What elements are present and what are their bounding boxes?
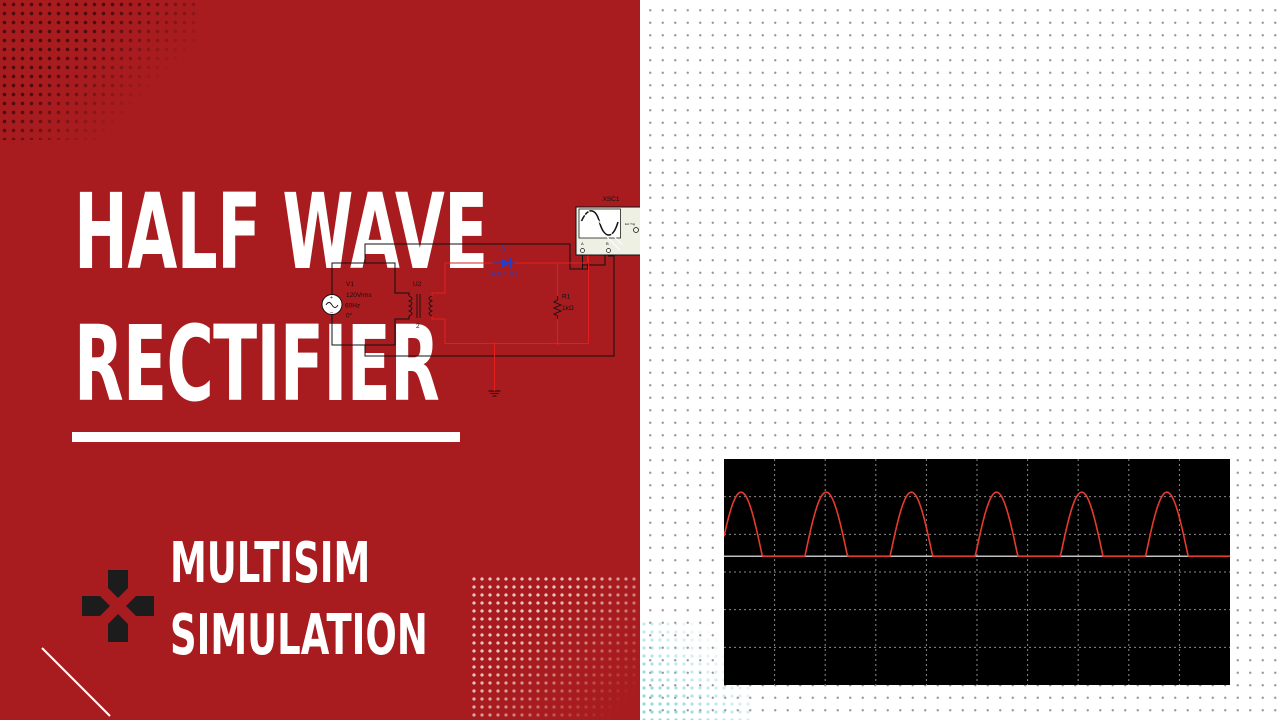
ground-icon — [488, 390, 501, 397]
title-line-1: HALF WAVE — [74, 171, 488, 293]
scope-ref-label: XSC1 — [603, 196, 620, 203]
source-phase-label: 0° — [346, 312, 353, 320]
junction-dot — [493, 342, 496, 345]
dot-pattern-top-left — [0, 0, 200, 140]
title-underline — [72, 432, 460, 442]
wire-diode-to-scope — [557, 255, 588, 264]
resistor-icon — [552, 296, 563, 319]
oscilloscope-icon — [575, 206, 640, 256]
scope-waveform-plot — [724, 459, 1230, 685]
scope-trigger-label: Ext Trig — [625, 222, 636, 226]
subtitle-line-2: SIMULATION — [170, 603, 428, 668]
wire-primary-bottom — [331, 251, 615, 357]
diode-icon — [492, 257, 515, 269]
dot-pattern-bottom — [470, 575, 640, 720]
resistor-ref-label: R1 — [562, 294, 571, 301]
wire-secondary-top — [431, 262, 493, 296]
diode-part-label: 1N4007G — [488, 271, 518, 278]
scope-channel-a-label: A — [581, 241, 584, 246]
oscilloscope-screen — [724, 459, 1230, 685]
source-voltage-label: 120Vrms — [346, 292, 373, 299]
svg-text:+: + — [330, 295, 333, 301]
transformer-ref-label: U2 — [413, 281, 422, 288]
wire-scope-link-2 — [582, 252, 606, 266]
half-wave-signal — [724, 491, 1230, 557]
source-ref-label: V1 — [346, 281, 354, 288]
scope-channel-b-label: B — [606, 241, 609, 246]
svg-text:−: − — [330, 310, 333, 316]
wire-diode-out — [515, 262, 558, 296]
wire-secondary-bottom — [431, 252, 589, 344]
transformer-ratio-label: 2 — [416, 323, 420, 330]
circuit-schematic: + − V1 120Vrms 60Hz 0° U2 2 D1 1N4007G R… — [321, 196, 640, 397]
diode-ref-label: D1 — [501, 247, 510, 254]
title-line-2: RECTIFIER — [74, 303, 440, 425]
subtitle-line-1: MULTISIM — [170, 531, 371, 596]
wire-transformer-primary-bottom — [365, 316, 410, 346]
junction-dot — [556, 342, 559, 345]
transformer-icon — [407, 294, 434, 318]
ac-source-icon: + − — [321, 294, 343, 316]
gamepad-dpad-icon — [82, 570, 154, 642]
wire-transformer-primary-top — [365, 262, 410, 296]
source-freq-label: 60Hz — [345, 303, 360, 310]
title-panel: HALF WAVE RECTIFIER MULTISIM SIMULATION — [0, 0, 640, 720]
resistor-value-label: 1kΩ — [562, 305, 574, 312]
